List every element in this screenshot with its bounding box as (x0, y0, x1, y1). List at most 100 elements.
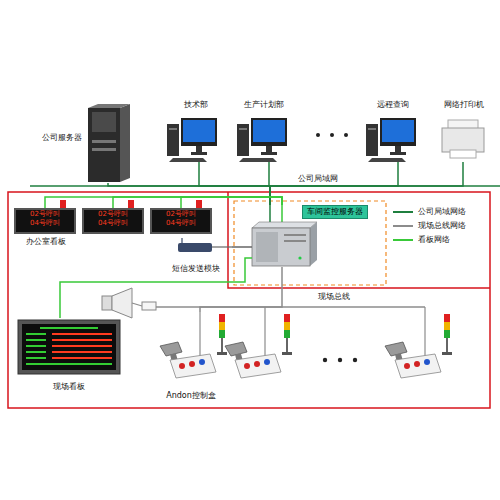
tech-computer (167, 118, 217, 162)
computer-node: 生产计划部 (233, 100, 295, 162)
server-panel (256, 232, 278, 262)
planning-computer (237, 118, 287, 162)
beacon-light (196, 200, 202, 208)
bus-drop (424, 307, 425, 356)
server-slot (284, 240, 306, 242)
network-label: 公司局域网 (298, 174, 338, 184)
tower-front (88, 108, 120, 182)
tower-slot (92, 140, 116, 143)
legend-text: 现场总线网络 (418, 221, 466, 231)
network-connector (232, 246, 252, 248)
drive-bays (92, 112, 116, 132)
server-front (252, 228, 310, 266)
server-slot (284, 234, 306, 236)
board-text: 02号呼叫 (152, 210, 210, 219)
office-board: 02号呼叫04号呼叫 (82, 208, 144, 234)
tower-top (88, 104, 130, 108)
sms-node: 短信发送模块 (160, 238, 232, 276)
ellipsis-dot (353, 358, 357, 362)
speaker (102, 288, 156, 318)
ellipsis-dot (316, 133, 320, 137)
sms-module (178, 238, 212, 252)
legend-text: 公司局域网络 (418, 207, 466, 217)
andon-station (385, 314, 452, 378)
printer-node: 网络打印机 (436, 100, 492, 162)
panel-row (40, 327, 98, 329)
panel-row (52, 333, 112, 335)
node-label: 现场看板 (53, 382, 85, 392)
andon-station (160, 314, 227, 378)
beacon-light (128, 200, 134, 208)
server-top (252, 222, 317, 228)
panel-row (52, 339, 112, 341)
printer (442, 120, 484, 158)
panel-row (52, 345, 112, 347)
board-text: 04号呼叫 (84, 219, 142, 228)
speaker-cone (112, 288, 132, 318)
printer-tray (450, 150, 476, 158)
office-board: 02号呼叫04号呼叫 (150, 208, 212, 234)
node-label: 车间监控服务器 (302, 205, 368, 219)
legend-text: 看板网络 (418, 235, 450, 245)
bus-drop (199, 312, 200, 356)
node-label: 网络打印机 (444, 100, 484, 110)
legend-line (393, 225, 413, 227)
server-node: 公司服务器 (40, 103, 132, 183)
field-board-node: 现场看板 (14, 318, 124, 394)
panel-row (26, 357, 46, 359)
board-text: 02号呼叫 (84, 210, 142, 219)
board-text: 04号呼叫 (16, 219, 74, 228)
board-text: 04号呼叫 (152, 219, 210, 228)
node-label: 公司服务器 (42, 133, 82, 143)
node-label: 短信发送模块 (172, 264, 220, 274)
sms-body (178, 243, 212, 252)
panel-row (26, 351, 46, 353)
computer-node: 远程查询 (362, 100, 424, 162)
field-bus (156, 306, 425, 308)
panel-screen (22, 324, 116, 370)
panel-row (26, 345, 46, 347)
server-tower (88, 104, 130, 182)
panel-row (26, 363, 112, 365)
field-board-panel (18, 320, 120, 374)
panel-row (26, 333, 46, 335)
panel-row (52, 351, 112, 353)
ellipsis-dot (323, 358, 327, 362)
network-connector (270, 162, 463, 205)
tower-slot (92, 148, 116, 151)
plant-region (8, 192, 490, 408)
node-label: 技术部 (184, 100, 208, 110)
computer-node: 技术部 (163, 100, 228, 162)
network-connector (270, 162, 398, 205)
panel-row (52, 357, 112, 359)
node-label: Andon控制盒 (166, 391, 216, 401)
network-connector (200, 267, 282, 312)
office-board: 02号呼叫04号呼叫 (14, 208, 76, 234)
workshop-server-icon (252, 222, 317, 266)
bus-drop (264, 307, 265, 356)
ellipsis-dot (338, 358, 342, 362)
tower-side (120, 104, 130, 182)
andon-node: Andon控制盒 (150, 312, 232, 402)
printer-body (442, 128, 484, 152)
sms-antenna (181, 238, 182, 243)
legend-line (393, 211, 413, 213)
beacon-light (60, 200, 66, 208)
node-label: 远程查询 (377, 100, 409, 110)
speaker-driver (142, 302, 156, 310)
panel-row (26, 339, 46, 341)
network-label: 现场总线 (318, 292, 350, 302)
network-connector (45, 197, 282, 208)
sms-stub (212, 246, 232, 247)
network-connector (60, 258, 252, 318)
node-label: 生产计划部 (244, 100, 284, 110)
andon-station (225, 314, 292, 378)
server-region (234, 201, 386, 285)
monitor-server-node: 车间监控服务器 (252, 205, 382, 267)
legend-sample (392, 220, 414, 232)
group-label: 办公室看板 (26, 237, 66, 247)
legend-sample (392, 234, 414, 246)
